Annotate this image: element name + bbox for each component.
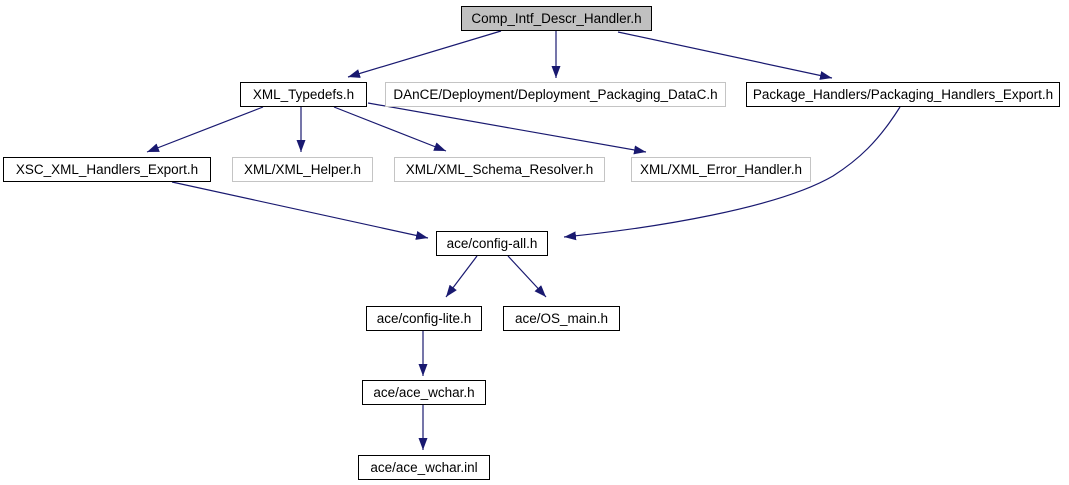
node-ace-wchar-h[interactable]: ace/ace_wchar.h (362, 380, 486, 405)
edge-comp-to-xml-typedefs (347, 30, 502, 78)
node-xsc-xml-handlers-export[interactable]: XSC_XML_Handlers_Export.h (3, 157, 211, 182)
edge-xml-typedefs-to-xsc-export (146, 106, 264, 153)
node-xml-helper[interactable]: XML/XML_Helper.h (232, 157, 373, 182)
node-xml-schema-resolver[interactable]: XML/XML_Schema_Resolver.h (394, 157, 605, 182)
edge-xml-typedefs-to-error-handler (367, 102, 647, 155)
edge-config-all-to-config-lite (445, 255, 478, 298)
node-config-all[interactable]: ace/config-all.h (436, 231, 548, 256)
node-deployment-packaging-datac[interactable]: DAnCE/Deployment/Deployment_Packaging_Da… (385, 82, 726, 107)
node-packaging-handlers-export[interactable]: Package_Handlers/Packaging_Handlers_Expo… (746, 82, 1060, 107)
node-config-lite[interactable]: ace/config-lite.h (366, 306, 482, 331)
node-xml-error-handler[interactable]: XML/XML_Error_Handler.h (631, 157, 811, 182)
edge-xsc-export-to-config-all (171, 181, 429, 240)
node-comp-intf-descr-handler[interactable]: Comp_Intf_Descr_Handler.h (461, 6, 652, 31)
edge-config-all-to-os-main (507, 255, 547, 298)
node-os-main[interactable]: ace/OS_main.h (503, 306, 620, 331)
node-xml-typedefs[interactable]: XML_Typedefs.h (240, 82, 367, 107)
edge-xml-typedefs-to-schema-resolver (333, 106, 447, 152)
edge-comp-to-packaging-export (617, 31, 833, 80)
node-ace-wchar-inl[interactable]: ace/ace_wchar.inl (358, 455, 490, 480)
